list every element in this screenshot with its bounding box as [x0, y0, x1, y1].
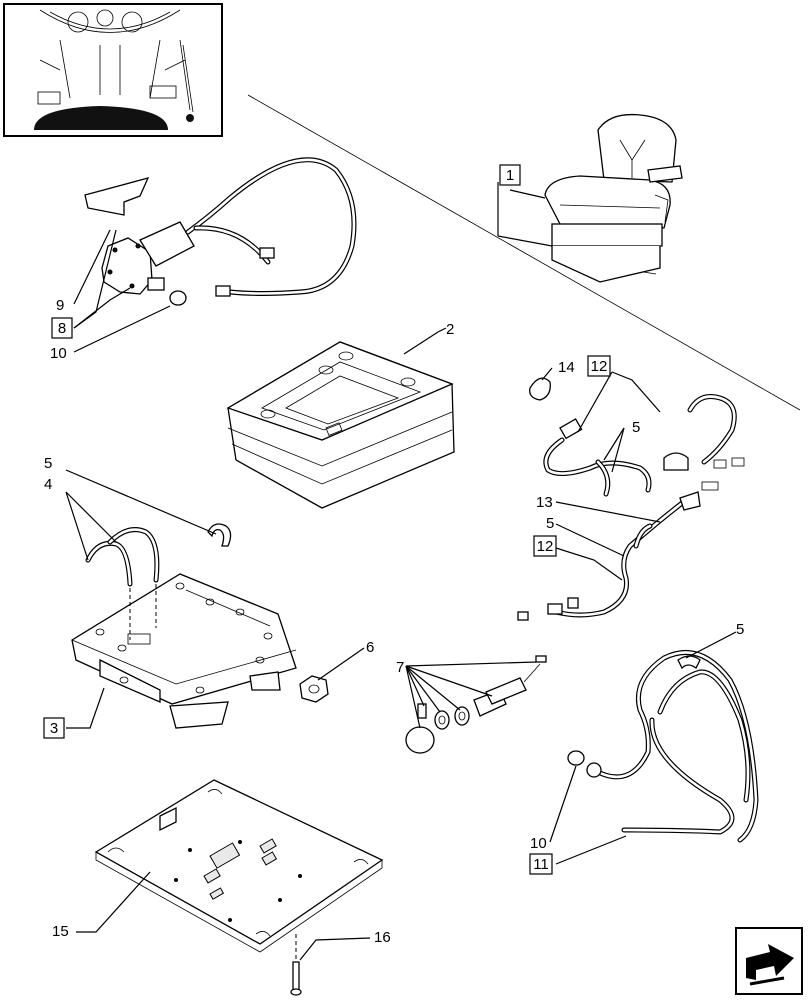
callout-5d: 5 [736, 621, 744, 638]
callout-13: 13 [536, 494, 553, 511]
callout-2: 2 [446, 321, 454, 338]
callout-5c: 5 [546, 515, 554, 532]
callout-5a: 5 [44, 455, 52, 472]
harness-upper [529, 377, 745, 497]
seat-mount-part [71, 573, 323, 729]
callout-9: 9 [56, 297, 64, 314]
hex-nut-part [299, 675, 329, 703]
svg-text:6: 6 [366, 639, 374, 656]
callout-4: 4 [44, 476, 52, 493]
svg-text:3: 3 [50, 720, 58, 737]
callout-8: 8 [51, 317, 73, 339]
svg-text:9: 9 [56, 297, 64, 314]
callout-5b: 5 [632, 419, 640, 436]
callout-7: 7 [396, 659, 404, 676]
callout-3: 3 [43, 717, 65, 739]
next-page-arrow-icon[interactable] [735, 927, 803, 995]
svg-text:2: 2 [446, 321, 454, 338]
callout-10a: 10 [50, 345, 67, 362]
seat-switch-part [84, 157, 357, 306]
base-plate-part [94, 779, 384, 953]
svg-text:4: 4 [44, 476, 52, 493]
svg-text:14: 14 [558, 359, 575, 376]
callout-11: 11 [529, 853, 553, 875]
callout-15: 15 [52, 923, 69, 940]
svg-text:13: 13 [536, 494, 553, 511]
callout-16: 16 [374, 929, 391, 946]
cable-clips [85, 523, 232, 640]
harness-bottom-right [567, 649, 759, 843]
callout-6: 6 [366, 639, 374, 656]
svg-text:12: 12 [591, 358, 608, 375]
callout-12b: 12 [533, 535, 557, 557]
separator-line [247, 94, 801, 411]
bolt-part [290, 934, 302, 996]
svg-text:5: 5 [632, 419, 640, 436]
leader-lines [65, 229, 737, 961]
svg-text:5: 5 [546, 515, 554, 532]
callout-12a: 12 [587, 355, 611, 377]
svg-text:11: 11 [533, 856, 549, 873]
svg-text:5: 5 [44, 455, 52, 472]
suspension-bellows [226, 341, 455, 509]
svg-text:7: 7 [396, 659, 404, 676]
svg-text:12: 12 [537, 538, 554, 555]
tractor-cab-thumbnail-icon[interactable] [3, 3, 223, 137]
svg-text:15: 15 [52, 923, 69, 940]
harness-lower [517, 491, 701, 621]
svg-text:1: 1 [506, 167, 514, 184]
callout-1: 1 [499, 164, 521, 186]
callout-10b: 10 [530, 835, 547, 852]
callout-14: 14 [558, 359, 575, 376]
seat-assembly [544, 113, 683, 283]
switch-kit-part [405, 655, 547, 754]
svg-text:8: 8 [58, 320, 66, 337]
svg-text:10: 10 [530, 835, 547, 852]
svg-text:5: 5 [736, 621, 744, 638]
svg-text:10: 10 [50, 345, 67, 362]
svg-text:16: 16 [374, 929, 391, 946]
